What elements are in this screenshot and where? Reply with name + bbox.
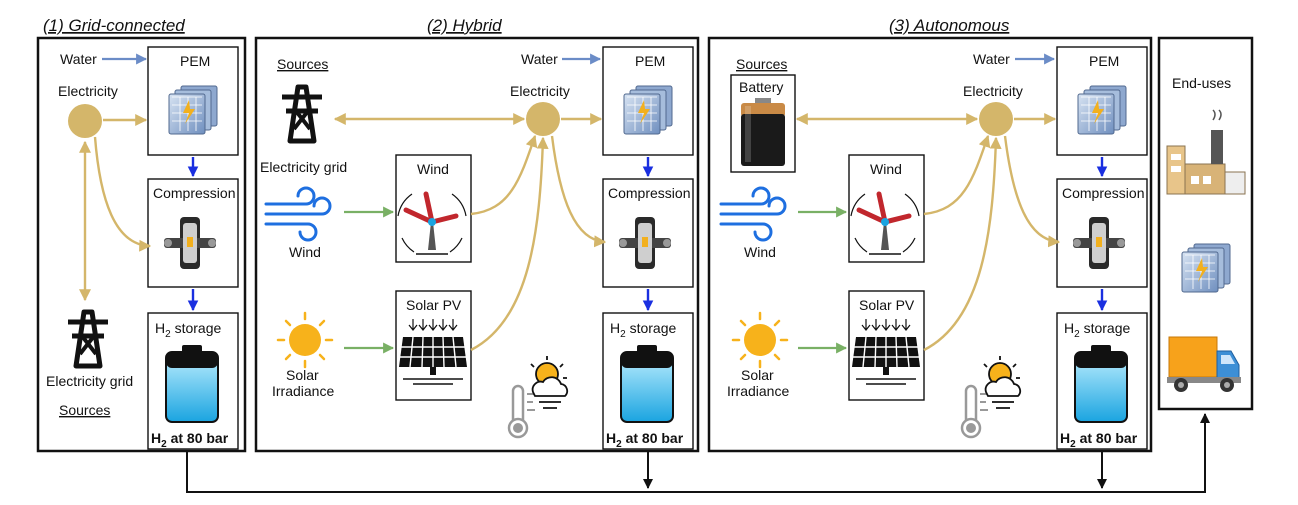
battery-icon bbox=[741, 98, 785, 166]
grid-label: Electricity grid bbox=[260, 159, 347, 175]
compression-label: Compression bbox=[153, 185, 235, 201]
wind-box-label: Wind bbox=[417, 161, 449, 177]
pem-stack-icon bbox=[1077, 85, 1127, 135]
elec-to-compression bbox=[550, 135, 607, 248]
solar-box-label: Solar PV bbox=[406, 297, 462, 313]
electricity-label: Electricity bbox=[58, 83, 118, 99]
wind-gust-icon bbox=[264, 186, 332, 242]
panel-frame-hybrid bbox=[254, 36, 700, 453]
pem-stack-icon bbox=[168, 85, 218, 135]
solar-box-label: Solar PV bbox=[859, 297, 915, 313]
solar-label-2: Irradiance bbox=[727, 383, 789, 399]
wind-label: Wind bbox=[744, 244, 776, 260]
wind-label: Wind bbox=[289, 244, 321, 260]
sources-label: Sources bbox=[59, 402, 110, 418]
pylon-icon bbox=[282, 87, 322, 141]
panel-title-grid: (1) Grid-connected bbox=[43, 16, 185, 35]
pem-label: PEM bbox=[1089, 53, 1119, 69]
sources-label: Sources bbox=[736, 56, 787, 72]
wind-box-label: Wind bbox=[870, 161, 902, 177]
panel-end-uses: End-uses bbox=[1157, 36, 1254, 411]
wind-to-elec bbox=[923, 134, 991, 216]
output-label: H2 at 80 bar bbox=[1060, 430, 1138, 450]
pem-label: PEM bbox=[180, 53, 210, 69]
pem-stack-icon bbox=[623, 85, 673, 135]
battery-label: Battery bbox=[739, 79, 783, 95]
hydrogen-tank-icon bbox=[165, 344, 219, 423]
weather-thermometer-icon bbox=[960, 354, 1022, 439]
panel-frame-enduses bbox=[1157, 36, 1254, 411]
output-label: H2 at 80 bar bbox=[606, 430, 684, 450]
water-label: Water bbox=[973, 51, 1010, 67]
truck-icon bbox=[1166, 336, 1242, 393]
output-connector bbox=[186, 413, 1210, 493]
pylon-icon bbox=[68, 312, 108, 366]
factory-icon bbox=[1166, 109, 1246, 195]
electricity-node bbox=[526, 102, 560, 136]
elec-to-compression bbox=[1003, 135, 1061, 248]
electricity-node bbox=[68, 104, 102, 138]
compression-box bbox=[1056, 178, 1148, 288]
storage-label: H2 storage bbox=[1064, 320, 1130, 340]
panel-grid-connected: (1) Grid-connected Water Electricity PEM… bbox=[36, 16, 247, 453]
wind-to-elec bbox=[470, 134, 538, 216]
water-label: Water bbox=[60, 51, 97, 67]
panel-autonomous: (3) Autonomous Sources Battery Water Ele… bbox=[707, 16, 1153, 453]
panel-frame-grid bbox=[36, 36, 247, 453]
output-label: H2 at 80 bar bbox=[151, 430, 229, 450]
pem-stack-icon bbox=[1181, 243, 1231, 293]
sun-icon bbox=[731, 311, 789, 369]
panel-hybrid: (2) Hybrid Sources Electricity grid Wate… bbox=[254, 16, 700, 453]
panel-frame-autonomous bbox=[707, 36, 1153, 453]
hydrogen-tank-icon bbox=[620, 344, 674, 423]
electricity-label: Electricity bbox=[510, 83, 570, 99]
elec-to-compression bbox=[93, 136, 152, 252]
pem-label: PEM bbox=[635, 53, 665, 69]
grid-label: Electricity grid bbox=[46, 373, 133, 389]
water-label: Water bbox=[521, 51, 558, 67]
electricity-label: Electricity bbox=[963, 83, 1023, 99]
enduses-title: End-uses bbox=[1172, 75, 1231, 91]
panel-title-hybrid: (2) Hybrid bbox=[427, 16, 502, 35]
solar-label-1: Solar bbox=[286, 367, 319, 383]
solar-label-2: Irradiance bbox=[272, 383, 334, 399]
compression-label: Compression bbox=[608, 185, 690, 201]
panel-title-autonomous: (3) Autonomous bbox=[889, 16, 1010, 35]
connector-line bbox=[186, 413, 1210, 493]
wind-gust-icon bbox=[719, 186, 787, 242]
sources-label: Sources bbox=[277, 56, 328, 72]
storage-label: H2 storage bbox=[610, 320, 676, 340]
solar-to-elec bbox=[470, 136, 549, 352]
hydrogen-tank-icon bbox=[1074, 344, 1128, 423]
compression-label: Compression bbox=[1062, 185, 1144, 201]
solar-to-elec bbox=[923, 136, 1002, 352]
solar-label-1: Solar bbox=[741, 367, 774, 383]
electricity-node bbox=[979, 102, 1013, 136]
sun-icon bbox=[276, 311, 334, 369]
storage-label: H2 storage bbox=[155, 320, 221, 340]
weather-thermometer-icon bbox=[507, 354, 569, 439]
